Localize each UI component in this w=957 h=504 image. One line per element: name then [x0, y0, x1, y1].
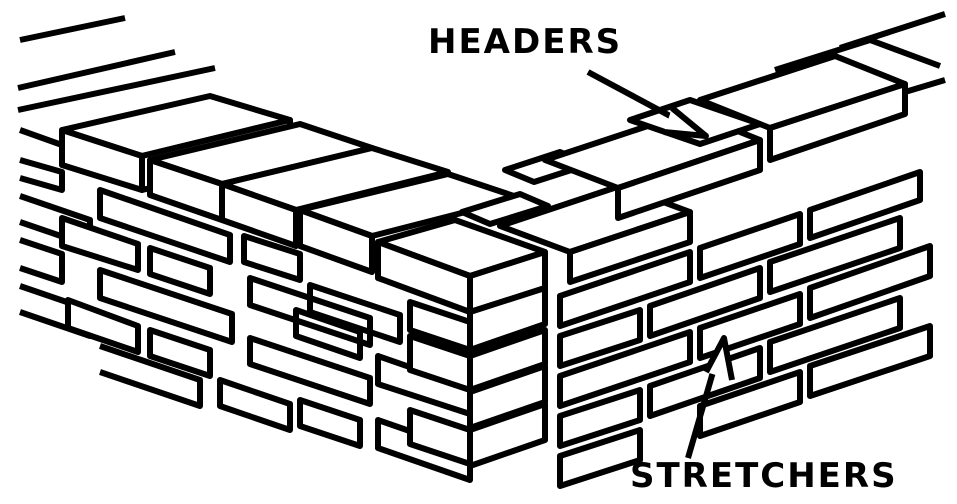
headers-label: HEADERS: [428, 22, 622, 62]
stretchers-label: STRETCHERS: [630, 456, 898, 496]
